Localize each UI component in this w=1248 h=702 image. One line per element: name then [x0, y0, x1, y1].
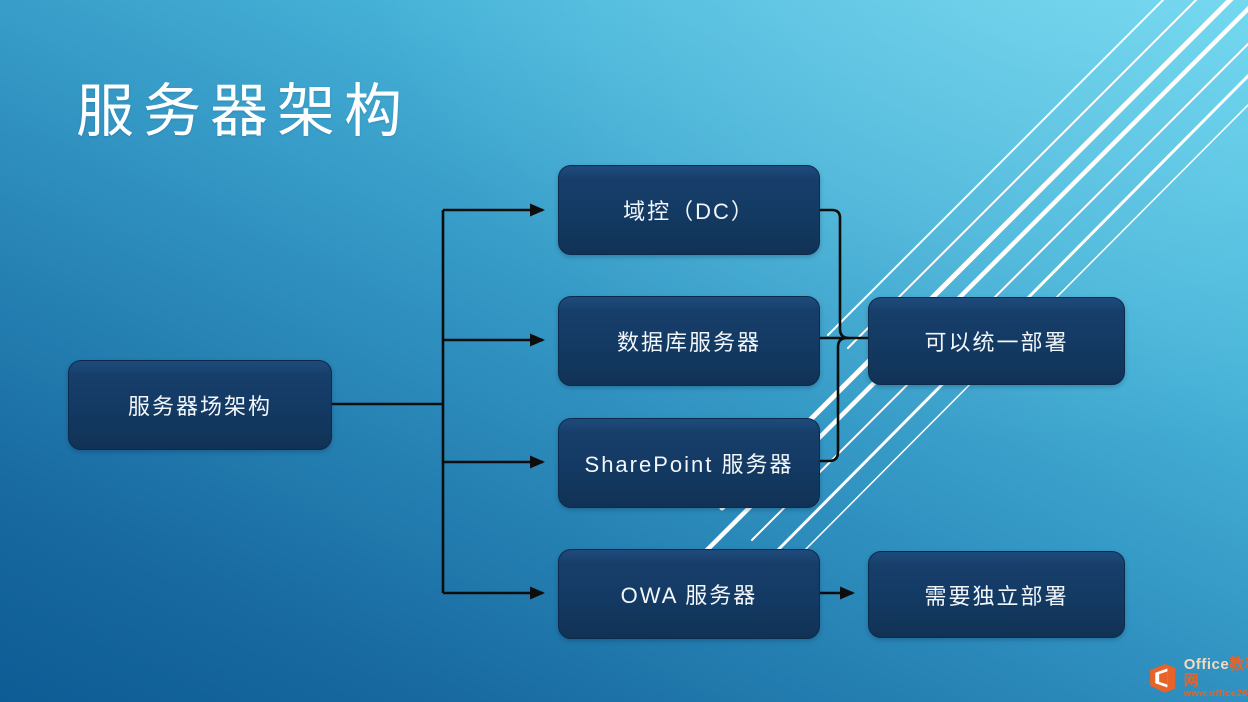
node-owa-server[interactable]: OWA 服务器 [558, 549, 820, 639]
node-label: OWA 服务器 [620, 583, 758, 608]
node-label: 域控（DC） [623, 199, 755, 224]
node-label: SharePoint 服务器 [584, 452, 794, 477]
node-database-server[interactable]: 数据库服务器 [558, 296, 820, 386]
node-independent-deployment[interactable]: 需要独立部署 [868, 551, 1125, 638]
node-label: 数据库服务器 [616, 330, 761, 355]
watermark-url: www.office26.com [1183, 687, 1248, 699]
watermark-link[interactable]: Office教程网 www.office26.com [1144, 657, 1248, 698]
node-unified-deployment[interactable]: 可以统一部署 [868, 297, 1125, 385]
node-sharepoint-server[interactable]: SharePoint 服务器 [558, 418, 820, 508]
node-server-farm[interactable]: 服务器场架构 [68, 360, 332, 450]
node-domain-controller[interactable]: 域控（DC） [558, 165, 820, 255]
page-title: 服务器架构 [76, 79, 412, 144]
node-label: 可以统一部署 [924, 330, 1069, 355]
node-label: 服务器场架构 [127, 394, 272, 419]
watermark-text: Office教程网 www.office26.com [1184, 657, 1248, 698]
connector-edges [330, 203, 868, 600]
node-label: 需要独立部署 [924, 583, 1069, 609]
watermark-brand-cn: 教程网 [1183, 656, 1248, 690]
watermark-brand: Office教程网 [1184, 657, 1248, 689]
watermark-brand-en: Office [1183, 656, 1230, 674]
office-logo-icon [1150, 664, 1176, 693]
